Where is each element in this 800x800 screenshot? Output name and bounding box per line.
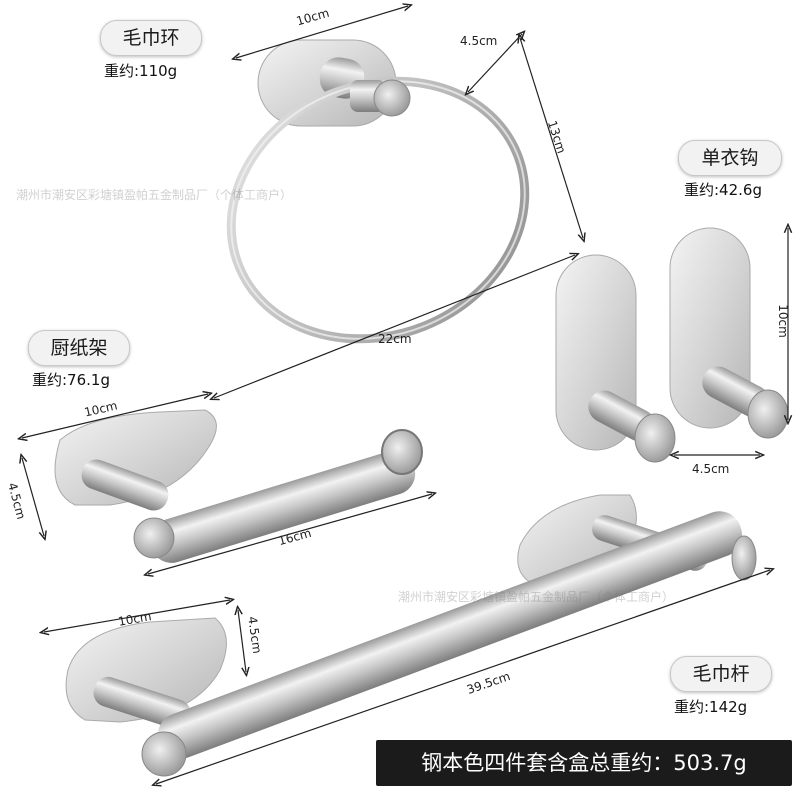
- hook-height: 10cm: [775, 304, 790, 338]
- total-weight-banner: 钢本色四件套含盒总重约：503.7g: [376, 740, 792, 786]
- towel-ring-depth: 4.5cm: [460, 34, 498, 48]
- hook-name: 单衣钩: [678, 140, 782, 176]
- hook-product-right: [669, 227, 789, 439]
- paper-holder-product: [54, 409, 423, 563]
- paper-holder-stopper: [381, 429, 423, 475]
- towel-ring-end-cap: [373, 79, 411, 117]
- towel-bar-name: 毛巾杆: [670, 656, 772, 692]
- paper-holder-end-cap: [133, 517, 175, 559]
- hook-spacing: 4.5cm: [692, 462, 730, 476]
- hook-cap: [634, 413, 676, 463]
- towel-bar-end-cap-right: [731, 535, 757, 581]
- watermark-text: 潮州市潮安区彩塘镇盈帕五金制品厂（个体工商户）: [16, 188, 293, 202]
- paper-holder-name: 厨纸架: [28, 330, 130, 366]
- towel-ring-weight: 重约:110g: [104, 62, 178, 80]
- hook-cap: [747, 389, 789, 439]
- dimension-lines: [22, 6, 788, 784]
- towel-ring-product: [226, 39, 530, 344]
- hook-weight: 重约:42.6g: [684, 181, 762, 199]
- paper-holder-weight: 重约:76.1g: [32, 371, 110, 389]
- towel-bar-end-cap: [141, 731, 187, 777]
- watermark-text: 潮州市潮安区彩塘镇盈帕五金制品厂（个体工商户）: [398, 590, 675, 604]
- towel-bar-weight: 重约:142g: [674, 698, 748, 716]
- hook-product-left: [555, 254, 676, 463]
- towel-ring-span: 22cm: [378, 332, 412, 346]
- towel-ring-name: 毛巾环: [100, 20, 202, 56]
